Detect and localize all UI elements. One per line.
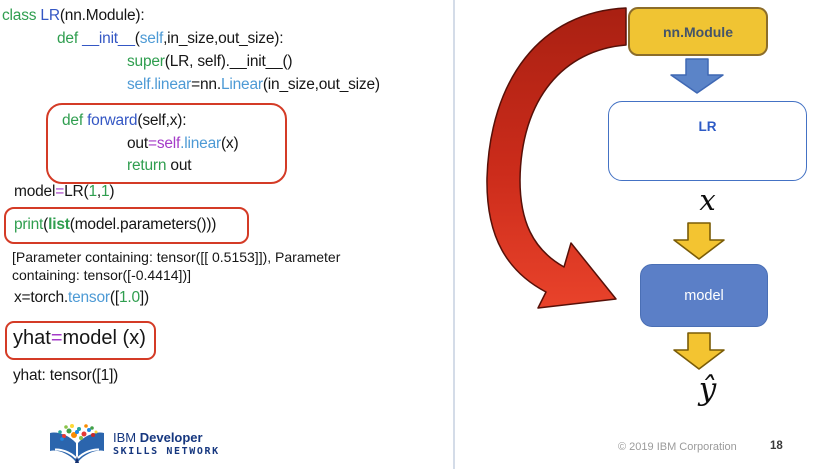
code-line: out=self.linear(x) — [127, 135, 239, 152]
down-arrow-blue-icon — [670, 58, 724, 94]
code-line: yhat: tensor([1]) — [13, 367, 119, 384]
ibm-skills-network-logo: IBM Developer SKILLS NETWORK — [48, 422, 220, 465]
down-arrow-yellow-icon — [673, 222, 725, 260]
open-book-icon — [50, 424, 104, 463]
highlight-box-print — [4, 207, 249, 244]
divider-line — [453, 0, 455, 469]
nn-module-label: nn.Module — [663, 23, 733, 40]
logo-title: IBM Developer — [113, 430, 220, 446]
code-line: def __init__(self,in_size,out_size): — [57, 30, 284, 47]
model-label: model — [684, 287, 724, 304]
code-line: return out — [127, 157, 192, 174]
yhat-label: ŷ — [698, 371, 717, 407]
highlight-box-yhat — [5, 321, 156, 360]
code-line: containing: tensor([-0.4414])] — [12, 267, 191, 283]
code-line: def forward(self,x): — [62, 112, 187, 129]
code-line: [Parameter containing: tensor([[ 0.5153]… — [12, 249, 341, 265]
down-arrow-yellow-icon — [673, 332, 725, 370]
code-line: print(list(model.parameters())) — [14, 216, 217, 233]
page-number: 18 — [770, 440, 783, 452]
footer-copyright: © 2019 IBM Corporation — [618, 441, 737, 453]
code-line: self.linear=nn.Linear(in_size,out_size) — [127, 76, 380, 93]
code-line: x=torch.tensor([1.0]) — [14, 289, 149, 306]
logo-text: IBM Developer SKILLS NETWORK — [113, 430, 220, 457]
code-line: model=LR(1,1) — [14, 183, 115, 200]
nn-module-box: nn.Module — [628, 7, 768, 56]
code-line: yhat=model (x) — [13, 327, 146, 349]
x-label: x — [699, 183, 716, 217]
logo-title-developer: Developer — [139, 429, 203, 445]
code-line: class LR(nn.Module): — [2, 7, 145, 24]
code-line: super(LR, self).__init__() — [127, 53, 293, 70]
red-curved-arrow-icon — [486, 7, 627, 309]
model-box: model — [640, 264, 768, 327]
lr-box: LR — [608, 101, 807, 181]
highlight-box-forward — [46, 103, 287, 184]
logo-title-ibm: IBM — [113, 429, 140, 445]
lr-label: LR — [698, 119, 717, 134]
logo-subtitle: SKILLS NETWORK — [113, 446, 220, 458]
